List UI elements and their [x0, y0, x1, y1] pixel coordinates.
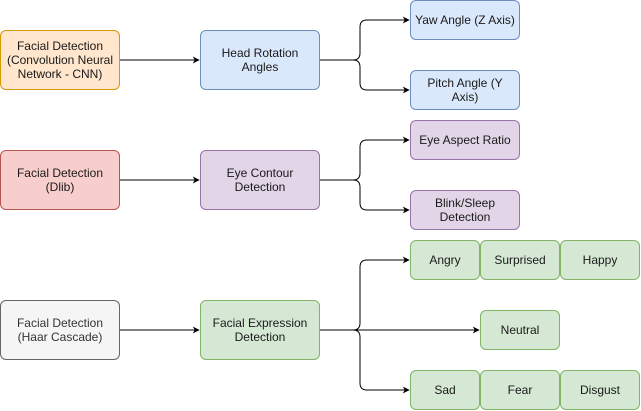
edge-fer-to-angry: [320, 256, 410, 331]
edge-head-rotation-to-yaw: [320, 16, 410, 61]
node-facial-detection-dlib[interactable]: Facial Detection (Dlib): [0, 150, 120, 210]
node-disgust[interactable]: Disgust: [560, 370, 640, 410]
node-surprised[interactable]: Surprised: [480, 240, 560, 280]
edge-fer-to-sad: [320, 329, 410, 394]
node-angry[interactable]: Angry: [410, 240, 480, 280]
node-pitch-angle[interactable]: Pitch Angle (Y Axis): [410, 70, 520, 110]
node-fear[interactable]: Fear: [480, 370, 560, 410]
edge-eye-contour-to-ear: [320, 136, 410, 181]
node-neutral[interactable]: Neutral: [480, 310, 560, 350]
node-head-rotation-angles[interactable]: Head Rotation Angles: [200, 30, 320, 90]
node-facial-detection-haar[interactable]: Facial Detection (Haar Cascade): [0, 300, 120, 360]
node-eye-aspect-ratio[interactable]: Eye Aspect Ratio: [410, 120, 520, 160]
node-eye-contour-detection[interactable]: Eye Contour Detection: [200, 150, 320, 210]
edge-eye-contour-to-blink: [320, 179, 410, 214]
node-facial-expression-detection[interactable]: Facial Expression Detection: [200, 300, 320, 360]
node-facial-detection-cnn[interactable]: Facial Detection (Convolution Neural Net…: [0, 30, 120, 90]
node-blink-sleep-detection[interactable]: Blink/Sleep Detection: [410, 190, 520, 230]
node-sad[interactable]: Sad: [410, 370, 480, 410]
edge-head-rotation-to-pitch: [320, 59, 410, 94]
node-happy[interactable]: Happy: [560, 240, 640, 280]
node-yaw-angle[interactable]: Yaw Angle (Z Axis): [410, 0, 520, 40]
